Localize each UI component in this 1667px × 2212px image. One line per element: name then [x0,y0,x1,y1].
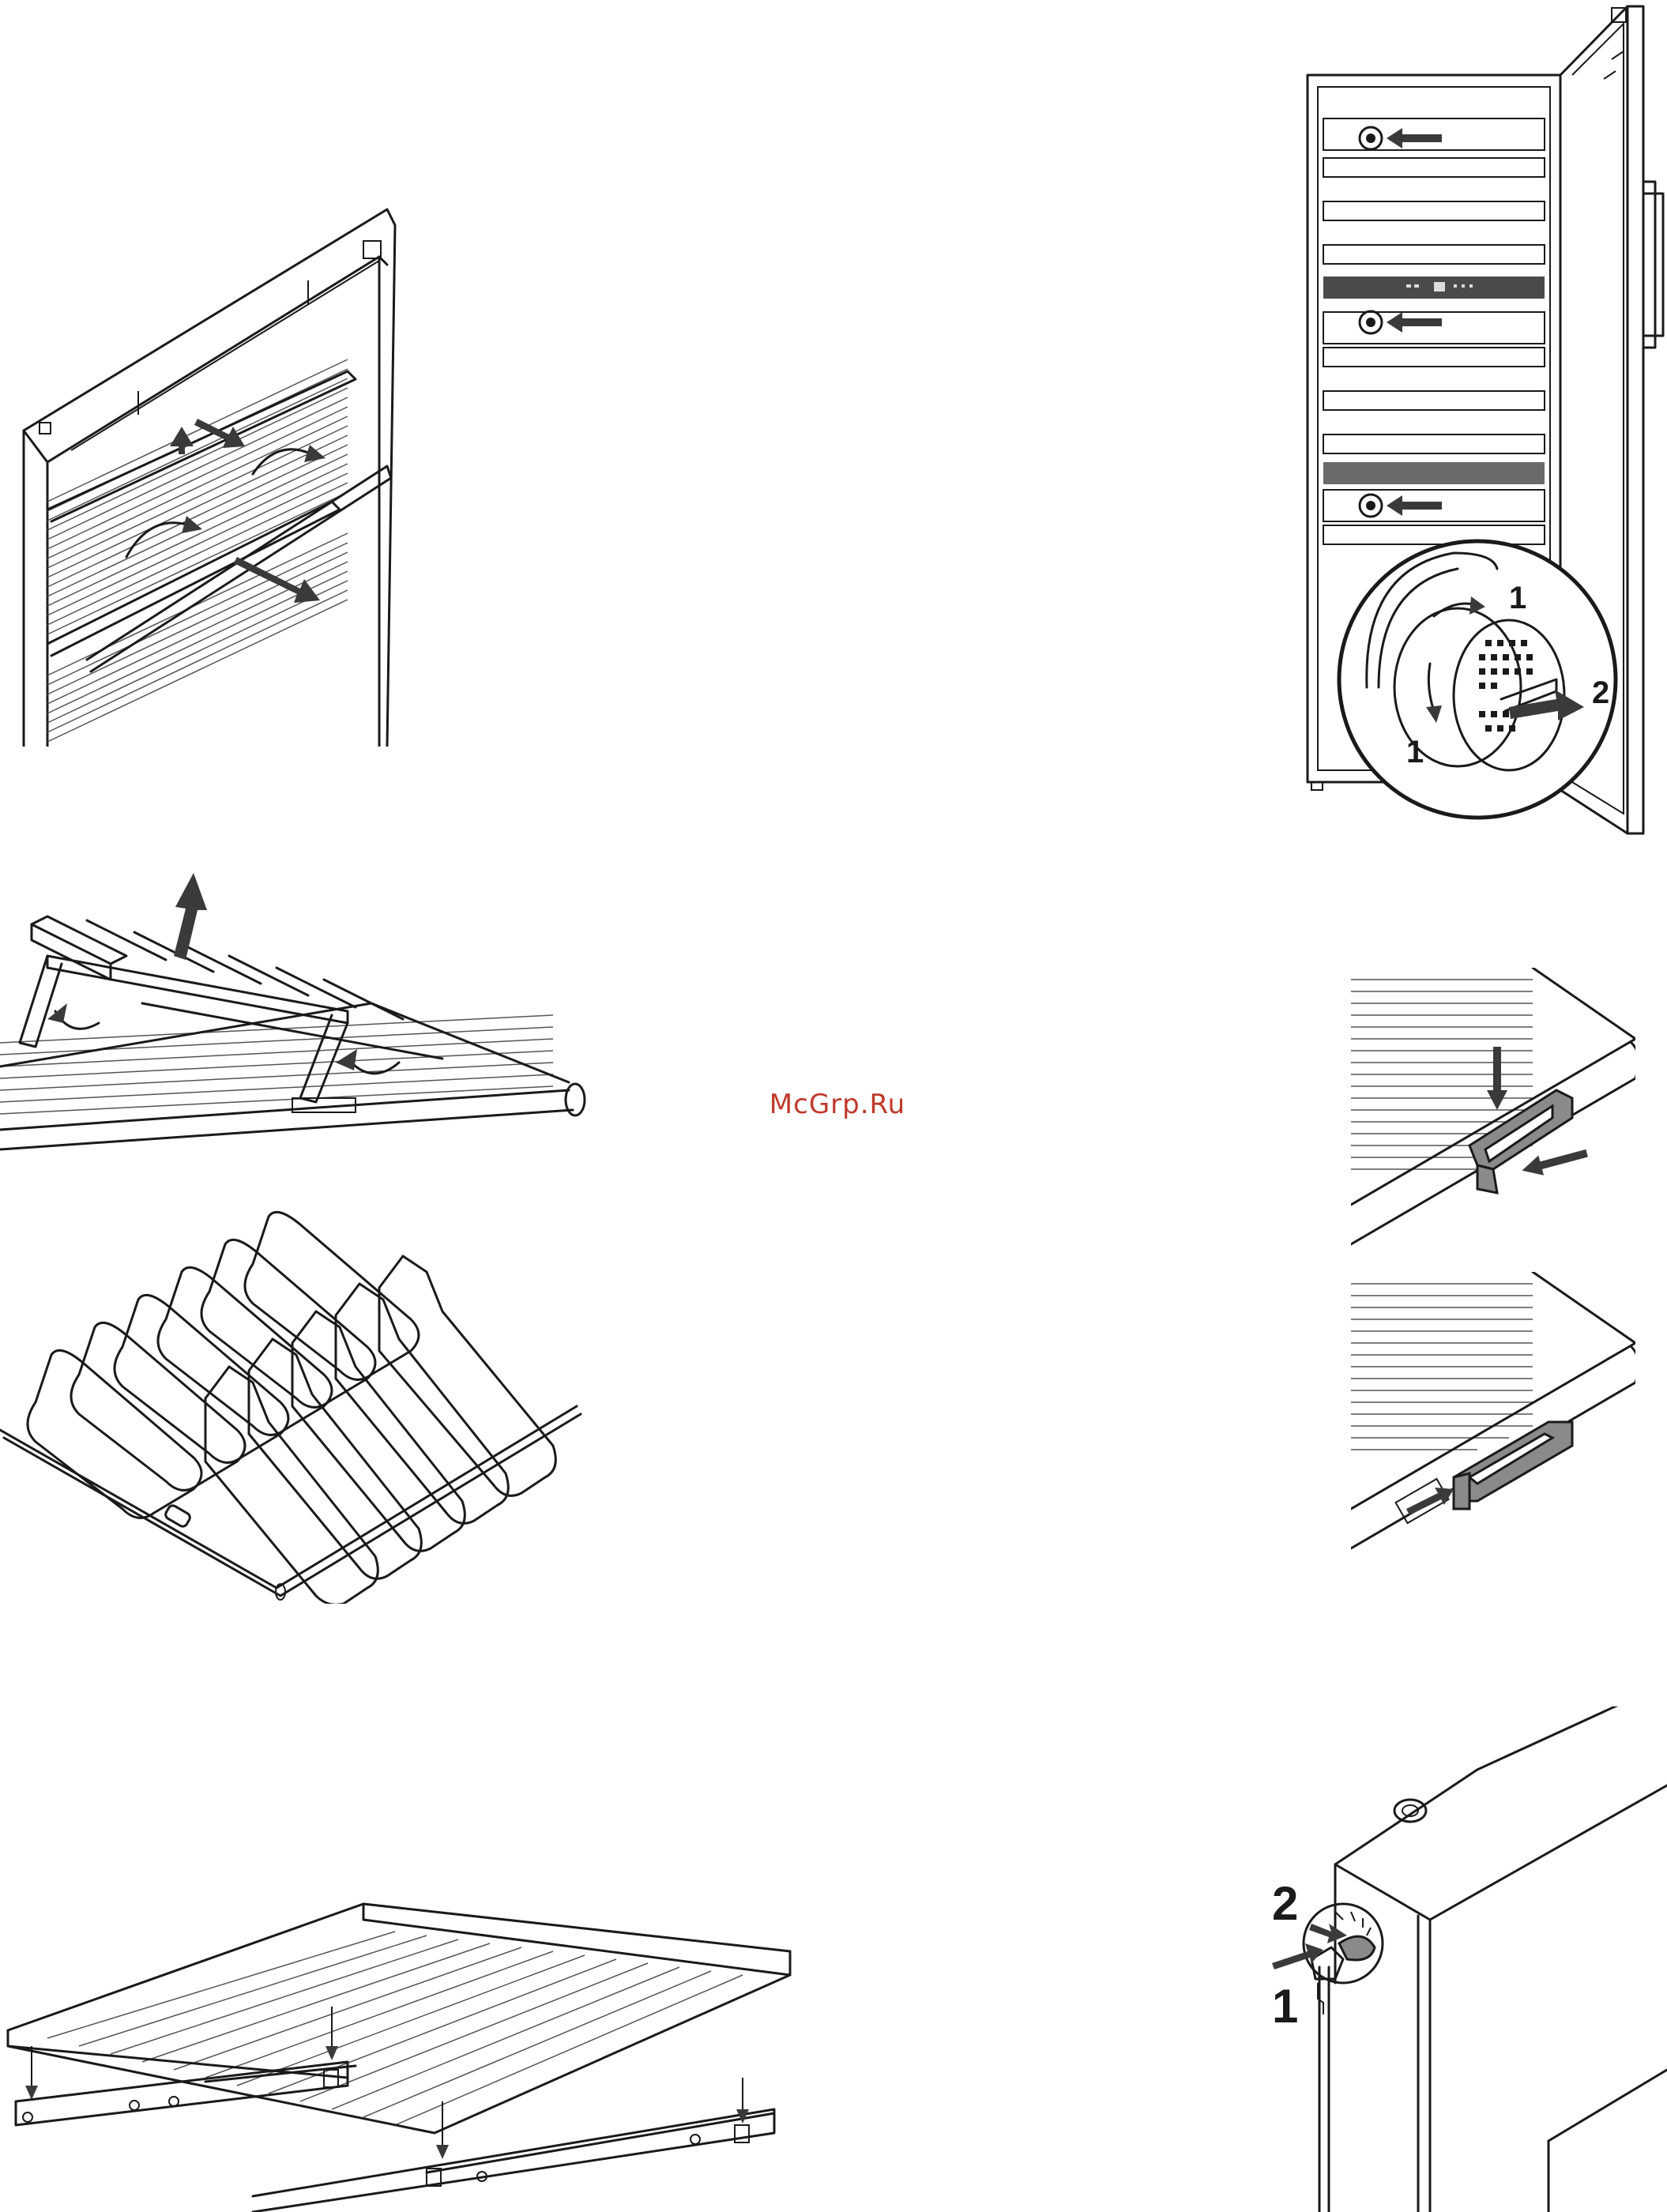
clip-insert-illustration [1351,968,1635,1252]
rack-lift-illustration [0,861,600,1161]
door-lock-illustration: 2 1 [1256,1706,1667,2212]
bottle-rack-illustration [0,1209,593,1604]
filter-step-2-label: 2 [1592,675,1609,710]
filter-step-1-label-b: 1 [1406,735,1424,769]
lock-step-1-label: 1 [1272,1980,1298,2033]
telescopic-rails-illustration [0,1888,806,2212]
cabinet-fan-filter-illustration: 1 1 2 [1296,0,1667,845]
shelf-removal-illustration [16,201,419,747]
clip-slide-illustration [1351,1272,1635,1556]
filter-step-1-label-a: 1 [1509,581,1526,615]
lock-step-2-label: 2 [1272,1877,1298,1930]
watermark-text: McGrp.Ru [758,1089,916,1120]
